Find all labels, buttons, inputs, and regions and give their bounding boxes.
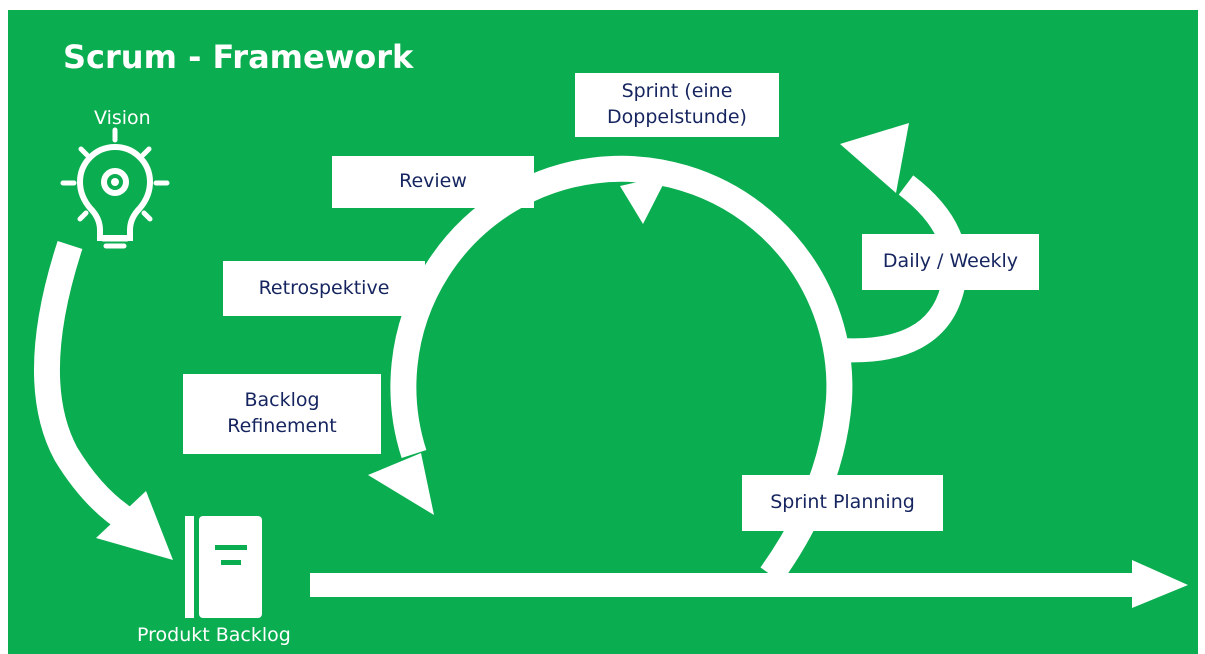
sprint-planning-box: Sprint Planning [742, 475, 943, 531]
review-label: Review [399, 170, 467, 193]
daily-loop-arrow [839, 175, 968, 363]
vision-to-backlog-arrow [33, 240, 173, 560]
sprint-label: Sprint (eine Doppelstunde) [607, 80, 747, 128]
diagram-canvas: Scrum - Framework Vision Produkt Backlog… [8, 10, 1198, 654]
backlog-refinement-box: Backlog Refinement [183, 374, 381, 454]
book-icon [185, 516, 262, 618]
retrospektive-box: Retrospektive [223, 261, 425, 316]
review-box: Review [332, 156, 534, 208]
scrum-diagram [33, 123, 1188, 618]
sprint-loop-arrowhead-left [368, 453, 434, 515]
sprint-planning-label: Sprint Planning [770, 491, 915, 514]
backlog-refinement-label: Backlog Refinement [227, 389, 337, 437]
daily-loop-arrowhead [840, 123, 909, 193]
page-title: Scrum - Framework [63, 38, 414, 76]
sprint-box: Sprint (eine Doppelstunde) [575, 73, 779, 137]
sprint-loop-arrowhead-top [620, 175, 668, 224]
backlog-label: Produkt Backlog [137, 624, 291, 646]
vision-label: Vision [94, 107, 151, 129]
lightbulb-gear-icon [60, 127, 170, 249]
retrospektive-label: Retrospektive [258, 276, 390, 299]
daily-weekly-label: Daily / Weekly [882, 250, 1019, 273]
daily-weekly-box: Daily / Weekly [862, 234, 1039, 290]
timeline-arrow [310, 560, 1188, 608]
